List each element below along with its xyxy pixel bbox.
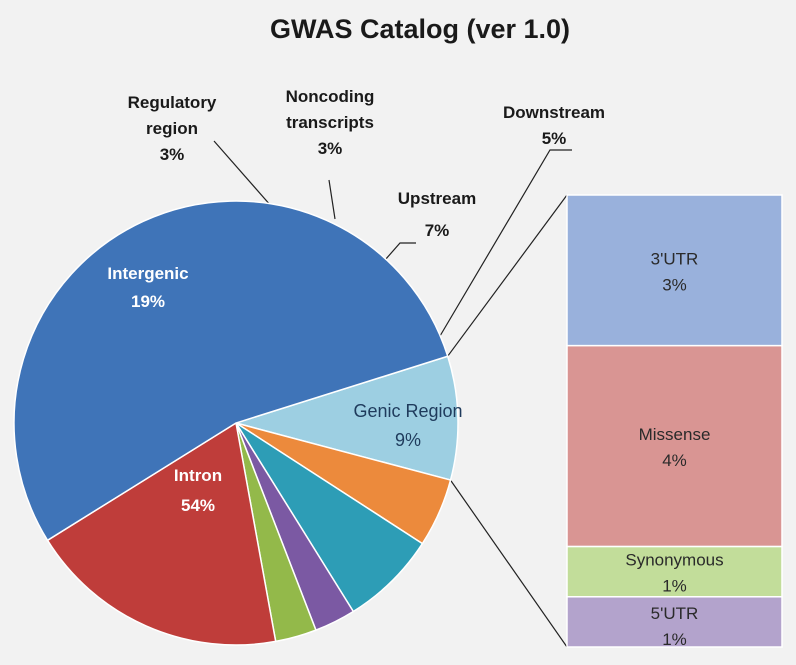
slice-label-genic-region-line1: Genic Region (353, 401, 462, 421)
slice-label-genic-region-pct: 9% (395, 430, 421, 450)
bar-pct-5-utr: 1% (662, 630, 687, 649)
bar-label-3-utr: 3'UTR (651, 249, 699, 268)
slice-label-upstream-pct: 7% (425, 221, 450, 240)
bar-label-5-utr: 5'UTR (651, 604, 699, 623)
pie-slice-intron (13, 200, 449, 542)
slice-label-upstream-line1: Upstream (398, 189, 476, 208)
slice-label-downstream-pct: 5% (542, 129, 567, 148)
bar-label-missense: Missense (639, 425, 711, 444)
slice-label-regulatory-region-line2: region (146, 119, 198, 138)
bar-pct-missense: 4% (662, 451, 687, 470)
slice-label-intergenic-line1: Intergenic (107, 264, 188, 283)
bar-label-synonymous: Synonymous (625, 551, 723, 570)
pie-slice-intergenic (46, 421, 277, 646)
pie-slices (13, 200, 459, 646)
bar-segment-5-utr (566, 596, 783, 648)
leader-downstream (439, 149, 572, 337)
leader-noncoding-transcripts (328, 179, 336, 220)
slice-label-noncoding-transcripts-pct: 3% (318, 139, 343, 158)
slice-label-noncoding-transcripts-line1: Noncoding (286, 87, 375, 106)
bar-pct-3-utr: 3% (662, 275, 687, 294)
bar-segment-missense (566, 344, 783, 548)
slice-label-downstream-line1: Downstream (503, 103, 605, 122)
slice-label-noncoding-transcripts-line2: transcripts (286, 113, 374, 132)
slice-label-regulatory-region-pct: 3% (160, 145, 185, 164)
slice-label-regulatory-region-line1: Regulatory (128, 93, 217, 112)
chart-title: GWAS Catalog (ver 1.0) (270, 14, 570, 44)
pie-slice-genic-region (233, 355, 459, 481)
breakdown-bar (566, 194, 783, 648)
slice-label-intron-line1: Intron (174, 466, 222, 485)
connector-bottom (450, 479, 568, 648)
connector-top (447, 194, 568, 357)
slice-label-intron-pct: 54% (181, 496, 215, 515)
slice-label-intergenic-pct: 19% (131, 292, 165, 311)
bar-segment-3-utr (566, 194, 783, 347)
data-labels: 3'UTR 3% Missense 4% Synonymous 1% 5'UTR 1% Geni… (107, 87, 723, 649)
bar-pct-synonymous: 1% (662, 577, 687, 596)
